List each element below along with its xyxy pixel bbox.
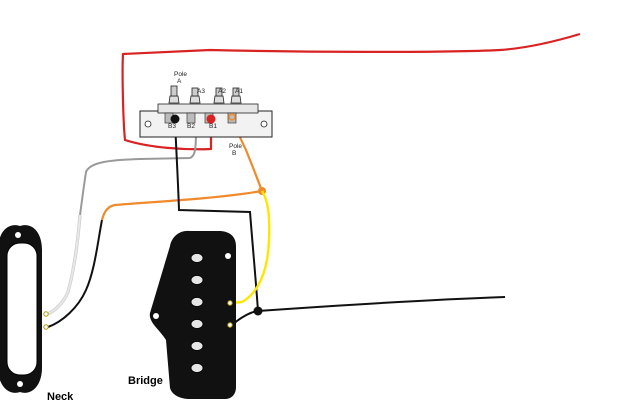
label-b1: B1 xyxy=(209,123,217,130)
bridge-pole-pieces xyxy=(190,253,204,373)
red-wire xyxy=(121,32,581,151)
yellow-wire xyxy=(231,190,271,305)
neck-pickup: Neck xyxy=(0,225,74,403)
orange-solder-joint xyxy=(228,113,236,121)
mount-hole-left xyxy=(144,120,152,128)
label-pole-a-1: Pole xyxy=(174,71,187,78)
label-a1: A1 xyxy=(235,88,243,95)
red-solder-joint xyxy=(206,114,216,124)
label-b3: B3 xyxy=(168,123,176,130)
label-pole-b-2: B xyxy=(232,150,236,157)
label-a2: A2 xyxy=(218,88,226,95)
bridge-mount-left xyxy=(153,313,159,319)
black-wire-switch xyxy=(174,120,259,312)
gray-wire xyxy=(79,130,197,216)
bridge-mount-right xyxy=(225,253,231,259)
label-pole-a-2: A xyxy=(177,78,182,85)
neck-label: Neck xyxy=(47,391,74,403)
bridge-pickup-frame xyxy=(149,230,236,399)
black-wire-ground xyxy=(231,296,506,326)
neck-mount-bottom xyxy=(17,381,23,387)
white-wire xyxy=(47,214,81,315)
label-pole-b-1: Pole xyxy=(229,143,242,150)
switch: Pole A A3 A2 A1 B3 B2 B1 Pole B xyxy=(139,71,273,157)
black-junction xyxy=(253,306,263,316)
label-a3: A3 xyxy=(197,88,205,95)
bridge-pickup: Bridge xyxy=(128,230,236,399)
black-wire-neck xyxy=(47,219,103,328)
switch-lugs xyxy=(168,85,242,104)
switch-plate xyxy=(157,103,259,114)
neck-pickup-cover xyxy=(6,242,38,376)
label-b2: B2 xyxy=(187,123,195,130)
orange-wire xyxy=(100,116,264,221)
black-solder-joint xyxy=(170,114,180,124)
mount-hole-right xyxy=(260,120,268,128)
bridge-label: Bridge xyxy=(128,375,163,387)
neck-mount-top xyxy=(15,232,21,238)
